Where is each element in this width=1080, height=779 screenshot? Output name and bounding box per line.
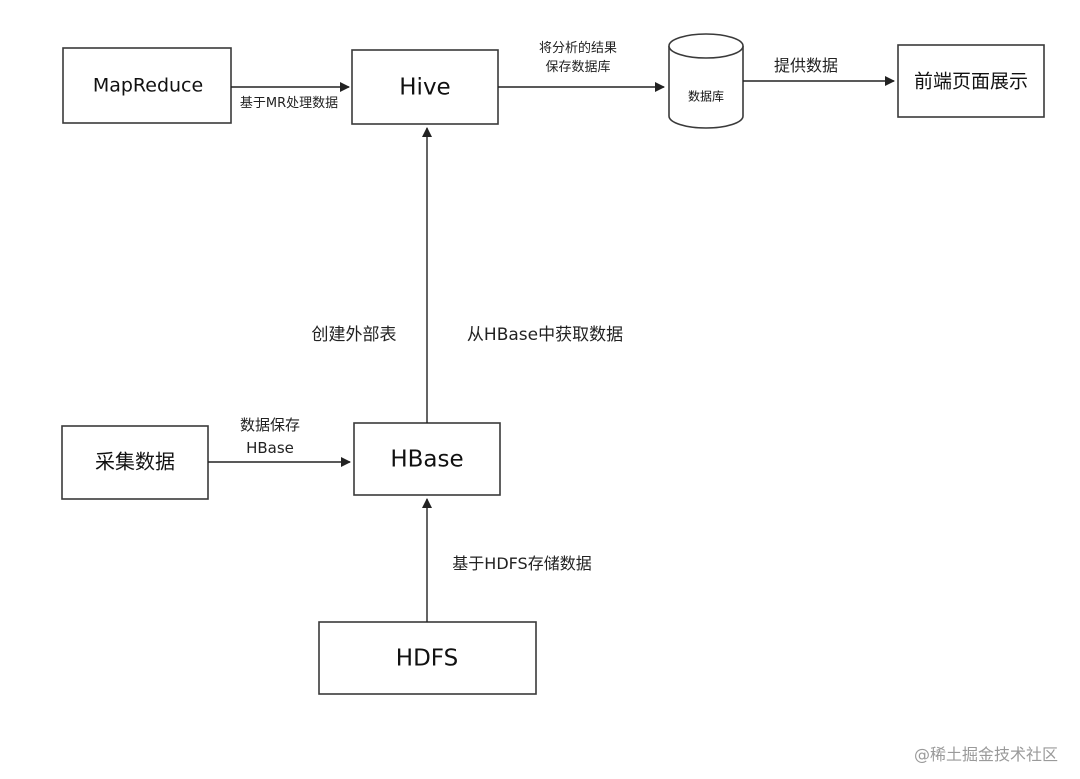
edge-hive-db-label-line2: 保存数据库 [545,59,610,75]
node-hive: Hive [351,49,499,125]
watermark: @稀土掘金技术社区 [913,745,1058,764]
edge-hdfs-hbase-label: 基于HDFS存储数据 [452,554,591,573]
node-hdfs: HDFS [318,621,537,695]
edge-mapreduce-to-hive: 基于MR处理数据 [231,82,350,111]
node-database-label: 数据库 [688,89,724,104]
node-hive-label: Hive [399,75,450,101]
node-frontend-label: 前端页面展示 [914,71,1028,93]
node-mapreduce: MapReduce [62,47,232,124]
edge-collect-label-line2: HBase [246,439,294,457]
edge-hbase-to-hive: 创建外部表 从HBase中获取数据 [312,127,623,423]
node-collect: 采集数据 [61,425,209,500]
node-hdfs-label: HDFS [396,646,458,672]
edge-database-to-frontend: 提供数据 [743,56,895,86]
edge-hbase-hive-label-right: 从HBase中获取数据 [467,325,623,345]
node-hbase-label: HBase [390,447,463,473]
edge-hive-to-database: 将分析的结果 保存数据库 [498,40,665,92]
node-database: 数据库 [668,33,744,129]
edge-hive-db-label-line1: 将分析的结果 [539,40,617,56]
edge-hdfs-to-hbase: 基于HDFS存储数据 [422,498,592,622]
edge-mr-label: 基于MR处理数据 [240,96,338,111]
edge-hbase-hive-label-left: 创建外部表 [312,325,397,345]
node-collect-label: 采集数据 [95,450,175,474]
node-hbase: HBase [353,422,501,496]
node-frontend: 前端页面展示 [897,44,1045,118]
node-mapreduce-label: MapReduce [93,75,203,97]
edge-db-frontend-label: 提供数据 [774,56,838,75]
edge-collect-to-hbase: 数据保存 HBase [208,416,351,467]
edge-collect-label-line1: 数据保存 [240,416,300,434]
